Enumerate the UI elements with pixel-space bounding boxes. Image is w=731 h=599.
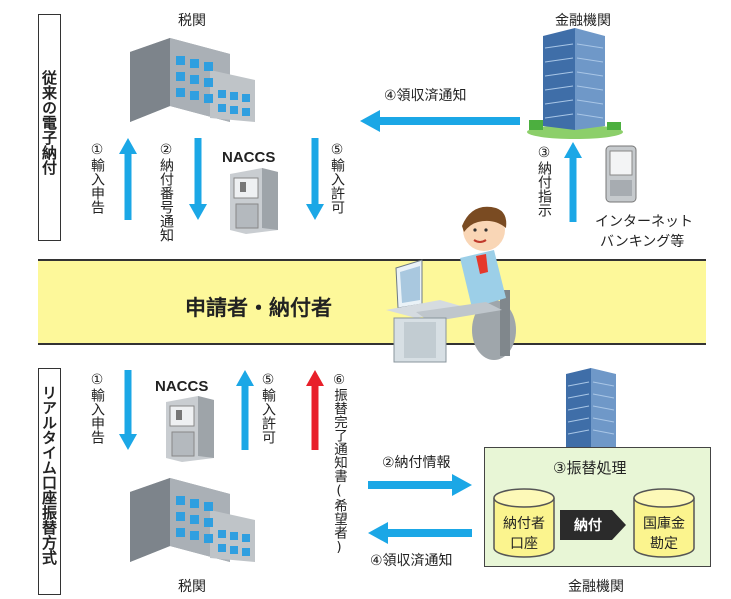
step5-top: ⑤輸入許可 — [329, 142, 345, 214]
arrow-step5-bottom — [236, 370, 254, 450]
payer-account-line1: 納付者 — [503, 516, 545, 532]
bank-label-bottom: 金融機関 — [568, 579, 624, 595]
customs-label-top: 税関 — [178, 13, 206, 29]
transfer-process-label: ③振替処理 — [553, 459, 627, 477]
section-label-top: 従来の電子納付 — [40, 70, 58, 175]
person-at-computer-icon — [386, 206, 516, 363]
step2-top: ②納付番号通知 — [158, 142, 174, 242]
section-label-box-top: 従来の電子納付 — [38, 14, 61, 241]
arrow-step5-top — [306, 138, 324, 220]
bank-building-icon — [527, 28, 623, 139]
naccs-label-top: NACCS — [222, 149, 276, 166]
internet-banking-line2: バンキング等 — [600, 234, 685, 250]
treasury-account-cylinder — [633, 488, 695, 558]
payer-account-line2: 口座 — [510, 536, 538, 552]
step1-bottom: ①輸入申告 — [89, 372, 105, 444]
step5-bottom: ⑤輸入許可 — [260, 372, 276, 444]
payment-label: 納付 — [574, 518, 602, 534]
arrow-step3-top — [564, 142, 582, 222]
customs-label-bottom: 税関 — [178, 579, 206, 595]
naccs-server-icon-bottom — [166, 396, 214, 462]
step1-top: ①輸入申告 — [89, 142, 105, 214]
treasury-line2: 勘定 — [650, 536, 678, 552]
arrow-step6-bottom — [306, 370, 324, 450]
internet-banking-line1: インターネット — [595, 214, 693, 230]
arrow-step1-bottom — [119, 370, 137, 450]
receipt-notice-bottom: ④領収済通知 — [370, 553, 453, 569]
section-label-bottom: リアルタイム口座振替方式 — [40, 385, 58, 565]
mobile-device-icon — [605, 145, 637, 203]
arrow-step2-top — [189, 138, 207, 220]
arrow-receipt-notice-top — [360, 110, 520, 132]
payment-arrow-dark — [560, 510, 626, 540]
bank-building-icon-bottom — [566, 368, 616, 450]
arrow-step1-top — [119, 138, 137, 220]
payer-account-cylinder — [493, 488, 555, 558]
customs-building-icon — [130, 38, 255, 122]
receipt-notice-top: ④領収済通知 — [384, 88, 467, 104]
payment-info-bottom: ②納付情報 — [382, 455, 451, 471]
applicant-band — [38, 259, 706, 345]
arrow-receipt-notice-bottom — [368, 522, 472, 544]
customs-building-icon-bottom — [130, 478, 255, 562]
step6-bottom: ⑥振替完了通知書(希望者) — [331, 372, 347, 555]
applicant-title: 申請者・納付者 — [185, 296, 332, 320]
bank-label-top: 金融機関 — [555, 13, 611, 29]
treasury-line1: 国庫金 — [643, 516, 685, 532]
naccs-server-icon-top — [230, 168, 278, 234]
arrow-payment-info-bottom — [368, 474, 472, 496]
step3-top: ③納付指示 — [536, 145, 552, 217]
section-label-box-bottom: リアルタイム口座振替方式 — [38, 368, 61, 595]
naccs-label-bottom: NACCS — [155, 378, 209, 395]
